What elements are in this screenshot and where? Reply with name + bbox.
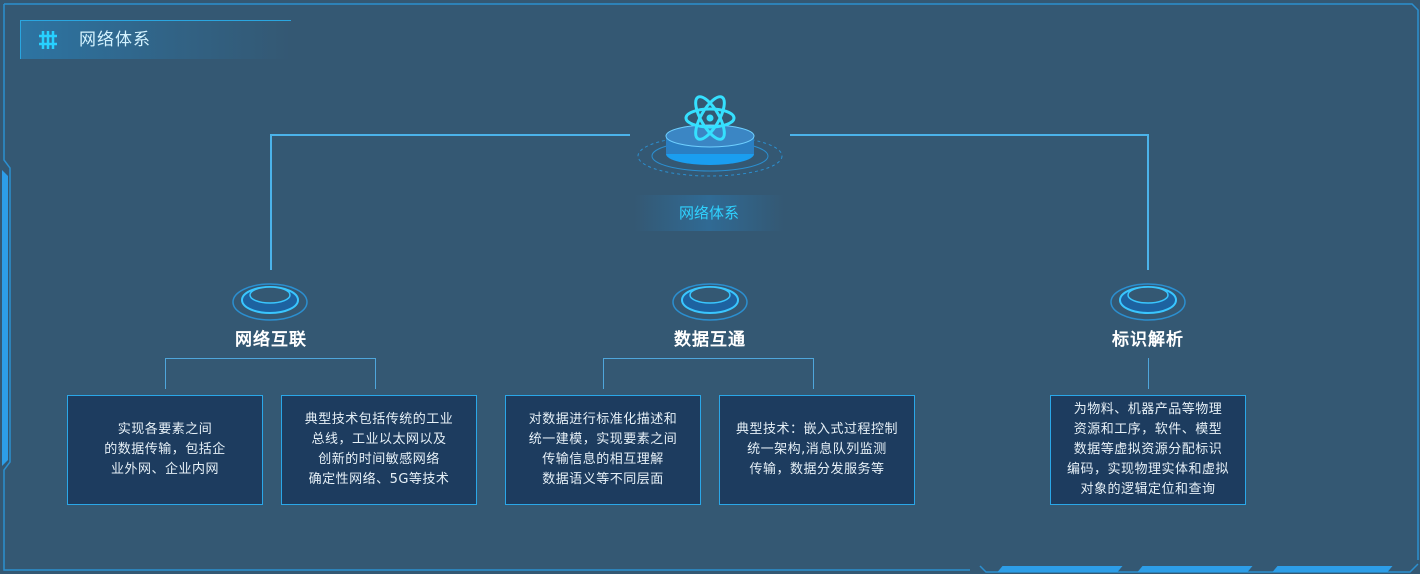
- bottom-stripe: [997, 566, 1123, 572]
- info-box: 典型技术：嵌入式过程控制 统一架构,消息队列监测 传输，数据分发服务等: [719, 395, 915, 505]
- center-node: [637, 95, 783, 177]
- disc-icon: [672, 283, 748, 321]
- info-box-text: 典型技术：嵌入式过程控制 统一架构,消息队列监测 传输，数据分发服务等: [735, 422, 898, 477]
- info-box-text: 对数据进行标准化描述和 统一建模，实现要素之间 传输信息的相互理解 数据语义等不…: [528, 412, 678, 487]
- atom-icon: [684, 95, 736, 141]
- connector-right: [790, 134, 1149, 136]
- info-box-text: 典型技术包括传统的工业 总线，工业以太网以及 创新的时间敏感网络 确定性网络、5…: [304, 412, 454, 487]
- disc-icon: [232, 283, 308, 321]
- branch-bracket: [165, 358, 376, 359]
- center-node-label: 网络体系: [634, 195, 784, 231]
- connector-right-drop: [1147, 134, 1149, 270]
- branch-bracket: [813, 358, 814, 389]
- branch-connector: [1148, 358, 1149, 389]
- disc-icon: [1110, 283, 1186, 321]
- connector-left-drop: [270, 134, 272, 270]
- info-box-text: 实现各要素之间 的数据传输，包括企 业外网、企业内网: [104, 422, 226, 477]
- branch-bracket: [603, 358, 814, 359]
- node-title-identifier-resolution: 标识解析: [1112, 330, 1184, 350]
- info-box-text: 为物料、机器产品等物理 资源和工序，软件、模型 数据等虚拟资源分配标识 编码，实…: [1066, 402, 1229, 497]
- info-box: 典型技术包括传统的工业 总线，工业以太网以及 创新的时间敏感网络 确定性网络、5…: [281, 395, 477, 505]
- connector-left: [270, 134, 630, 136]
- grid-hash-icon: [37, 29, 59, 56]
- branch-bracket: [165, 358, 166, 389]
- section-header: 网络体系: [20, 20, 291, 59]
- bottom-stripe: [1137, 566, 1253, 572]
- node-title-network-interconnect: 网络互联: [235, 330, 307, 350]
- section-title: 网络体系: [79, 30, 151, 50]
- node-title-data-interoperability: 数据互通: [674, 330, 746, 350]
- info-box: 对数据进行标准化描述和 统一建模，实现要素之间 传输信息的相互理解 数据语义等不…: [505, 395, 701, 505]
- branch-bracket: [375, 358, 376, 389]
- bottom-stripe: [1272, 566, 1393, 572]
- info-box: 为物料、机器产品等物理 资源和工序，软件、模型 数据等虚拟资源分配标识 编码，实…: [1050, 395, 1246, 505]
- branch-bracket: [603, 358, 604, 389]
- info-box: 实现各要素之间 的数据传输，包括企 业外网、企业内网: [67, 395, 263, 505]
